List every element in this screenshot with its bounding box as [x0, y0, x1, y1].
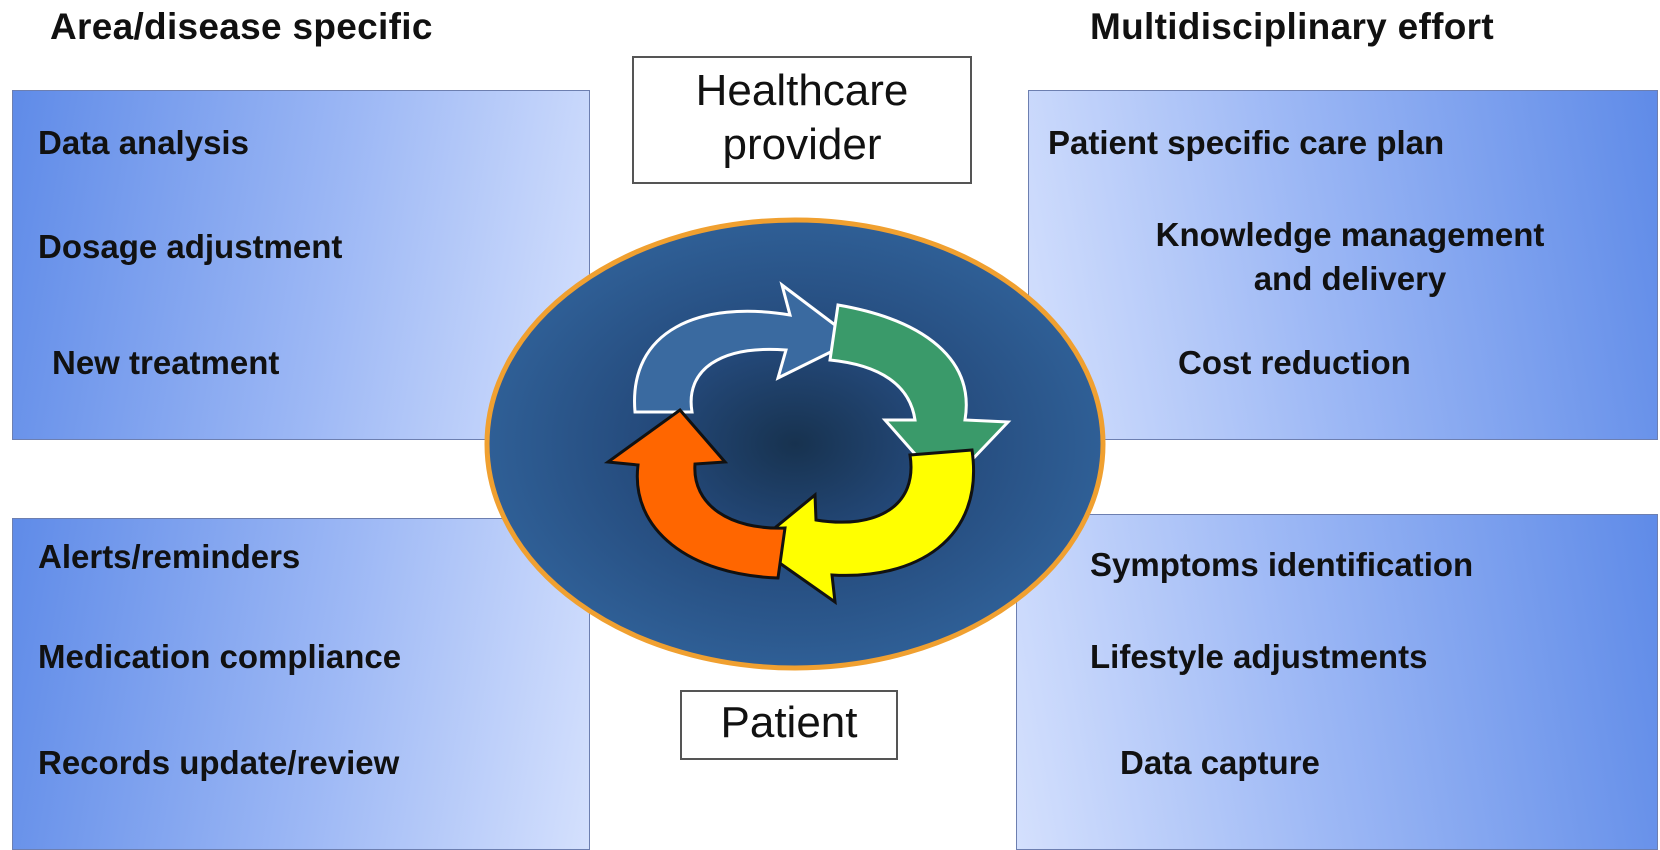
- item-dosage-adjustment: Dosage adjustment: [38, 228, 343, 265]
- orange-arrow-icon: [603, 407, 787, 580]
- healthcare-provider-label: Healthcare provider: [632, 56, 972, 184]
- item-cost-reduction: Cost reduction: [1178, 344, 1411, 381]
- item-symptoms-identification: Symptoms identification: [1090, 546, 1474, 583]
- panel-top-right: [1028, 90, 1658, 440]
- cycle-disc: [484, 217, 1106, 671]
- item-data-capture: Data capture: [1120, 744, 1320, 781]
- heading-multidisciplinary-effort: Multidisciplinary effort: [1090, 6, 1494, 47]
- green-arrow-icon: [828, 303, 1012, 491]
- panel-bottom-left: [12, 518, 590, 850]
- item-records-update-review: Records update/review: [38, 744, 400, 781]
- blue-arrow-icon: [633, 281, 858, 414]
- provider-line-1: Healthcare: [695, 66, 909, 115]
- item-patient-specific-care-plan: Patient specific care plan: [1048, 124, 1445, 161]
- patient-label: Patient: [680, 690, 898, 760]
- panel-top-left: [12, 90, 590, 440]
- item-lifestyle-adjustments: Lifestyle adjustments: [1090, 638, 1428, 675]
- item-alerts-reminders: Alerts/reminders: [38, 538, 301, 575]
- heading-area-disease-specific: Area/disease specific: [50, 6, 433, 47]
- yellow-arrow-icon: [751, 448, 975, 606]
- panel-bottom-right: [1016, 514, 1658, 850]
- item-new-treatment: New treatment: [52, 344, 280, 381]
- item-and-delivery: and delivery: [1253, 260, 1447, 297]
- item-knowledge-management: Knowledge management: [1155, 216, 1545, 253]
- patient-text: Patient: [720, 698, 858, 747]
- provider-line-2: provider: [722, 119, 882, 169]
- item-data-analysis: Data analysis: [38, 124, 249, 161]
- item-medication-compliance: Medication compliance: [38, 638, 402, 675]
